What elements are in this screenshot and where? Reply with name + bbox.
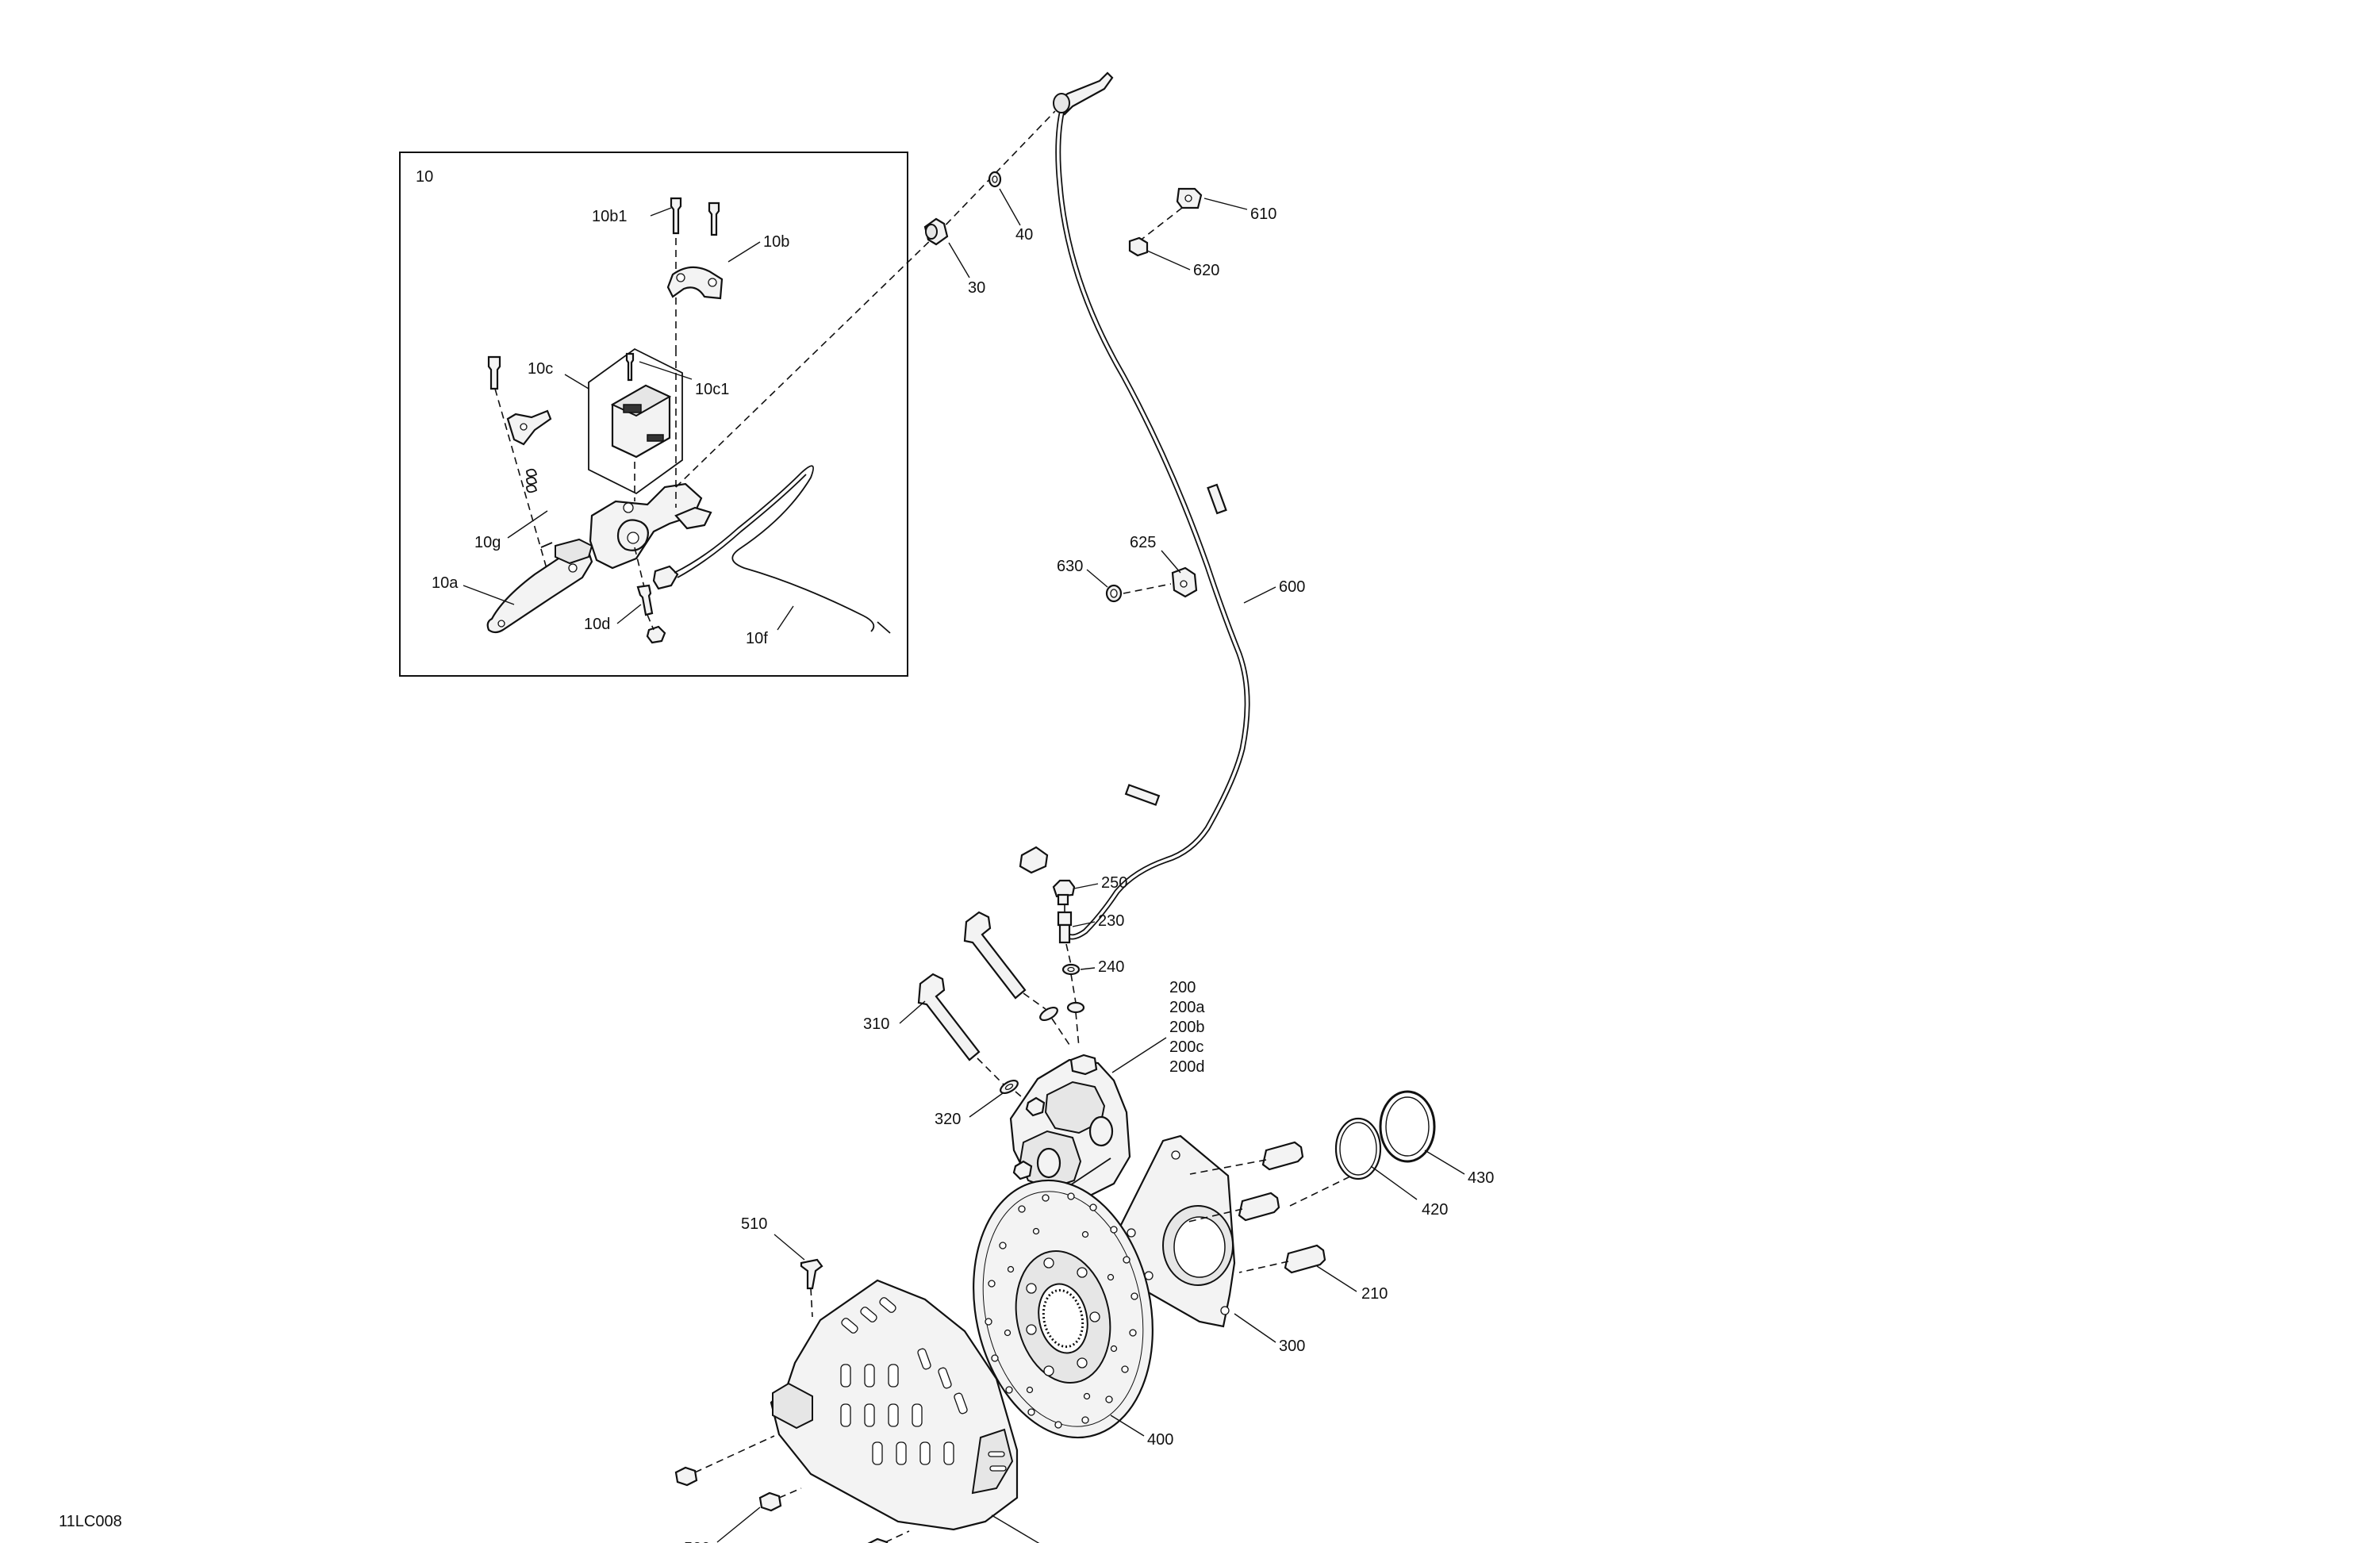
callout-10b: 10b <box>763 233 789 251</box>
reservoir-10c <box>588 347 683 495</box>
brake-hose-600 <box>1019 71 1250 940</box>
callout-510: 510 <box>741 1215 767 1233</box>
caliper-bolt-310 <box>917 973 1007 1088</box>
callout-230: 230 <box>1098 912 1124 930</box>
nut-620 <box>1128 236 1149 257</box>
screw-10b1 <box>670 197 720 349</box>
callout-10g: 10g <box>474 534 501 551</box>
bolt-210 <box>1188 1141 1353 1274</box>
clamp-10b <box>666 266 724 300</box>
caliper-bolt-upper <box>963 911 1072 1048</box>
callout-420: 420 <box>1422 1201 1448 1219</box>
guard-slots <box>840 1297 1007 1472</box>
callout-10a: 10a <box>432 574 459 592</box>
callout-210: 210 <box>1361 1285 1388 1303</box>
callout-600: 600 <box>1279 578 1305 596</box>
inset-master-cylinder-box: 10 <box>399 152 908 677</box>
caliper-callouts: 200 200a 200b 200c 200d <box>1111 979 1205 1076</box>
ring-430 <box>1379 1090 1436 1163</box>
small-pin <box>540 542 553 548</box>
banjo-bolt-30 <box>923 217 949 246</box>
screw-10d <box>634 547 666 644</box>
guard-500 <box>770 1279 1019 1531</box>
callout-430: 430 <box>1468 1169 1494 1187</box>
washer-630 <box>1105 583 1172 603</box>
callout-10c: 10c <box>528 360 553 378</box>
inset-box-label: 10 <box>416 168 433 186</box>
bleeder-250 <box>1052 879 1076 906</box>
callout-520: 520 <box>684 1540 710 1543</box>
master-cylinder-body <box>589 349 712 570</box>
bleeder-230 <box>1057 904 1073 944</box>
lever-adjuster <box>506 409 552 446</box>
callout-500: 500 <box>1047 1541 1073 1543</box>
callout-630: 630 <box>1057 558 1083 575</box>
callout-30: 30 <box>968 279 985 297</box>
callout-240: 240 <box>1098 958 1124 976</box>
callout-10b1: 10b1 <box>592 208 628 225</box>
diagram-id: 11LC008 <box>59 1513 122 1530</box>
screw-10c1 <box>625 352 635 382</box>
callout-40: 40 <box>1015 226 1033 244</box>
callout-610: 610 <box>1250 205 1276 223</box>
washer-240 <box>1061 943 1085 1048</box>
disc-holes <box>985 1192 1138 1429</box>
callout-310: 310 <box>863 1015 889 1033</box>
caliper-200 <box>1009 1054 1131 1201</box>
callout-620: 620 <box>1193 262 1219 279</box>
clip-610 <box>1138 187 1203 242</box>
pivot-screw <box>487 355 548 572</box>
brake-disc-400 <box>973 1179 1154 1439</box>
callout-200a: 200a <box>1169 999 1205 1016</box>
callout-250: 250 <box>1101 874 1127 892</box>
screw-510 <box>800 1258 823 1318</box>
callout-200: 200 <box>1169 979 1196 996</box>
callout-320: 320 <box>935 1111 961 1128</box>
callout-10c1: 10c1 <box>695 381 729 398</box>
callout-625: 625 <box>1130 534 1156 551</box>
callout-10f: 10f <box>746 630 768 647</box>
brake-lever-10a <box>486 538 593 634</box>
nut-520 <box>674 1435 910 1543</box>
bracket-300 <box>1117 1134 1236 1328</box>
washer-320 <box>1000 1079 1048 1119</box>
ring-420 <box>1334 1117 1382 1180</box>
callout-300: 300 <box>1279 1338 1305 1355</box>
callout-200d: 200d <box>1169 1058 1205 1076</box>
callout-200c: 200c <box>1169 1038 1203 1056</box>
callout-200b: 200b <box>1169 1019 1205 1036</box>
callout-400: 400 <box>1147 1431 1173 1449</box>
clip-625 <box>1171 566 1198 598</box>
switch-cable-10f <box>652 465 891 634</box>
spring-10g <box>526 468 538 493</box>
callout-10d: 10d <box>584 616 610 633</box>
washer-40 <box>988 171 1002 188</box>
